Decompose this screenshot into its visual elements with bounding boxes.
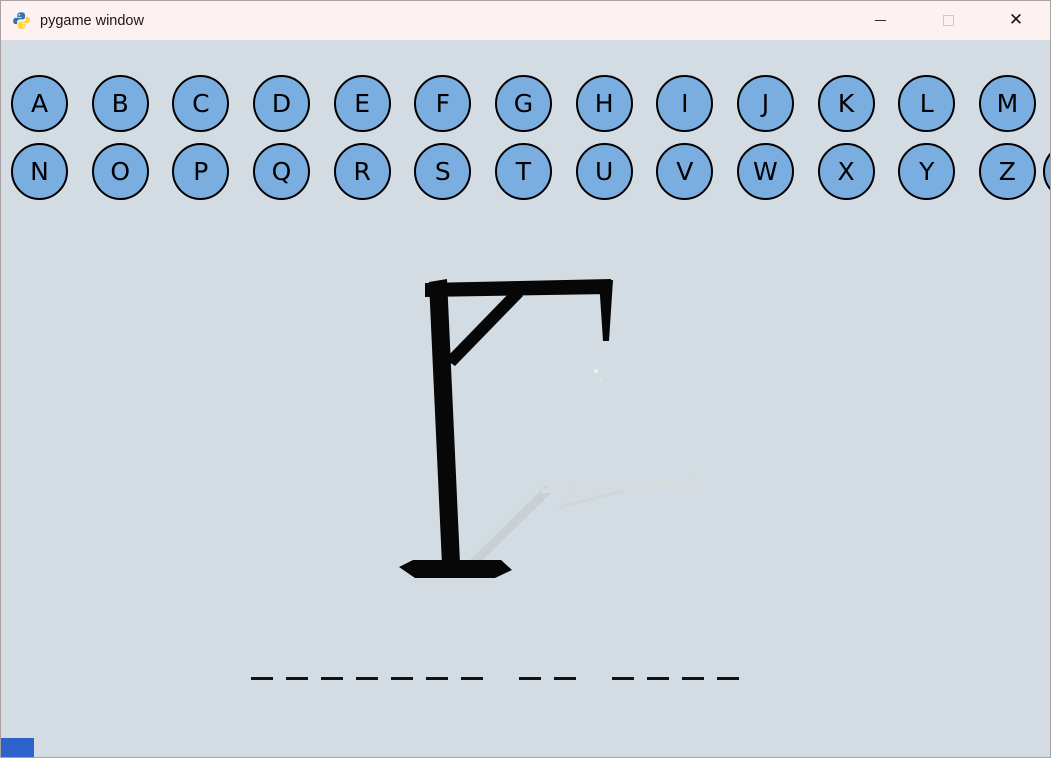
letter-button-k[interactable]: K <box>817 75 875 132</box>
letter-slot <box>554 677 576 680</box>
letter-button-a[interactable]: A <box>11 75 68 132</box>
letter-button-y[interactable]: Y <box>898 143 956 200</box>
letter-button-z[interactable]: Z <box>978 143 1036 200</box>
letter-slot <box>321 677 343 680</box>
letter-slot <box>356 677 378 680</box>
letter-button-m[interactable]: M <box>978 75 1036 132</box>
letter-button-g[interactable]: G <box>494 75 552 132</box>
letter-button-u[interactable]: U <box>575 143 633 200</box>
window-title: pygame window <box>40 12 144 29</box>
word-group <box>251 677 483 680</box>
letter-button-v[interactable]: V <box>656 143 714 200</box>
partial-letter-circle <box>1043 143 1050 200</box>
letter-button-h[interactable]: H <box>575 75 633 132</box>
letter-slot <box>682 677 704 680</box>
letter-button-r[interactable]: R <box>333 143 391 200</box>
gallows-shadow <box>459 369 705 577</box>
letter-slot <box>717 677 739 680</box>
maximize-icon <box>942 15 954 26</box>
letter-slot <box>461 677 483 680</box>
python-icon <box>13 12 30 29</box>
maximize-button[interactable] <box>914 1 982 40</box>
word-group <box>519 677 576 680</box>
gallows-graphic <box>399 279 705 578</box>
word-slots <box>251 677 739 680</box>
letter-slot <box>612 677 634 680</box>
letter-button-p[interactable]: P <box>172 143 230 200</box>
title-bar[interactable]: pygame window ✕ <box>1 1 1050 40</box>
letter-slot <box>286 677 308 680</box>
letter-button-t[interactable]: T <box>494 143 552 200</box>
letter-slot <box>391 677 413 680</box>
letter-button-j[interactable]: J <box>736 75 794 132</box>
letter-button-l[interactable]: L <box>898 75 956 132</box>
letter-slot <box>426 677 448 680</box>
letter-button-e[interactable]: E <box>333 75 391 132</box>
letter-button-d[interactable]: D <box>252 75 310 132</box>
letter-slot <box>251 677 273 680</box>
letter-button-x[interactable]: X <box>817 143 875 200</box>
letter-button-s[interactable]: S <box>414 143 472 200</box>
minimize-button[interactable] <box>846 1 914 40</box>
close-button[interactable]: ✕ <box>982 1 1050 40</box>
letter-button-b[interactable]: B <box>91 75 149 132</box>
letter-button-w[interactable]: W <box>736 143 794 200</box>
gallows-silhouette <box>399 279 613 578</box>
minimize-icon <box>874 19 886 22</box>
letter-slot <box>647 677 669 680</box>
letter-button-c[interactable]: C <box>172 75 230 132</box>
close-icon: ✕ <box>1008 10 1024 30</box>
letter-button-o[interactable]: O <box>91 143 149 200</box>
letter-button-f[interactable]: F <box>414 75 472 132</box>
letter-button-i[interactable]: I <box>656 75 714 132</box>
taskbar-corner-accent <box>1 738 34 757</box>
letter-button-q[interactable]: Q <box>252 143 310 200</box>
letter-slot <box>519 677 541 680</box>
word-group <box>612 677 739 680</box>
window-controls: ✕ <box>846 1 1050 40</box>
letter-button-n[interactable]: N <box>11 143 68 200</box>
